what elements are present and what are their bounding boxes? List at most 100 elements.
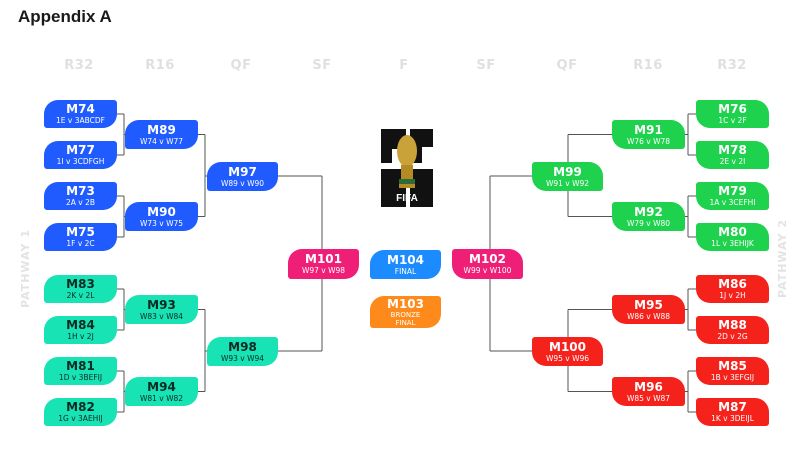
- match-code: M92: [634, 204, 663, 219]
- match-m90[interactable]: M90 W73 v W75: [125, 202, 198, 231]
- match-detail: W79 v W80: [626, 218, 671, 228]
- match-m99[interactable]: M99 W91 v W92: [532, 162, 603, 191]
- round-label-r16-left: R16: [145, 58, 175, 73]
- match-code: M101: [305, 252, 342, 266]
- match-m77[interactable]: M77 1I v 3CDFGH: [44, 141, 117, 169]
- connector-m89-m90-m97: [198, 134, 212, 217]
- match-m81[interactable]: M81 1D v 3BEFIJ: [44, 357, 117, 385]
- match-code: M90: [147, 204, 176, 219]
- match-detail: 2A v 2B: [65, 198, 96, 207]
- match-code: M103: [387, 296, 424, 311]
- match-m80[interactable]: M80 1L v 3EHIJK: [696, 223, 769, 251]
- match-detail: FINAL: [394, 266, 417, 276]
- match-code: M85: [718, 359, 747, 373]
- round-label-final: F: [399, 58, 409, 73]
- round-label-qf-right: QF: [556, 58, 578, 73]
- match-detail: 1D v 3BEFIJ: [58, 373, 103, 382]
- match-code: M100: [549, 339, 586, 354]
- match-m83[interactable]: M83 2K v 2L: [44, 275, 117, 303]
- connector-m76-m78-m91: [680, 113, 696, 156]
- match-m87[interactable]: M87 1K v 3DEIJL: [696, 398, 769, 426]
- match-code: M87: [718, 400, 747, 414]
- connector-m79-m80-m92: [680, 195, 696, 238]
- connector-m74-m77-m89: [117, 113, 130, 156]
- match-m86[interactable]: M86 1J v 2H: [696, 275, 769, 303]
- match-m96[interactable]: M96 W85 v W87: [612, 377, 685, 406]
- match-m88[interactable]: M88 2D v 2G: [696, 316, 769, 344]
- match-code: M80: [718, 225, 747, 239]
- match-code: M88: [718, 318, 747, 332]
- match-detail: W81 v W82: [139, 393, 184, 403]
- match-m94[interactable]: M94 W81 v W82: [125, 377, 198, 406]
- match-m74[interactable]: M74 1E v 3ABCDF: [44, 100, 117, 128]
- round-label-qf-left: QF: [230, 58, 252, 73]
- match-detail: 1F v 2C: [66, 239, 95, 248]
- round-label-sf-right: SF: [476, 58, 496, 73]
- match-m84[interactable]: M84 1H v 2J: [44, 316, 117, 344]
- match-m73[interactable]: M73 2A v 2B: [44, 182, 117, 210]
- match-m82[interactable]: M82 1G v 3AEHIJ: [44, 398, 117, 426]
- match-detail: 1H v 2J: [67, 332, 94, 341]
- match-m78[interactable]: M78 2E v 2I: [696, 141, 769, 169]
- match-m102[interactable]: M102 W99 v W100: [452, 249, 523, 279]
- match-detail: W99 v W100: [463, 266, 512, 275]
- match-m92[interactable]: M92 W79 v W80: [612, 202, 685, 231]
- match-code: M75: [66, 225, 95, 239]
- fifa-world-cup-26-logo: FIFA: [378, 125, 436, 209]
- connector-m83-m84-m93: [117, 288, 130, 331]
- match-m95[interactable]: M95 W86 v W88: [612, 295, 685, 324]
- match-code: M74: [66, 102, 95, 116]
- match-detail: 1A v 3CEFHI: [709, 198, 756, 207]
- connector-m81-m82-m94: [117, 370, 130, 413]
- match-code: M98: [228, 339, 257, 354]
- match-code: M76: [718, 102, 747, 116]
- connector-m86-m88-m95: [680, 288, 696, 331]
- match-detail: W83 v W84: [139, 311, 184, 321]
- match-code: M81: [66, 359, 95, 373]
- match-code: M96: [634, 379, 663, 394]
- match-m97[interactable]: M97 W89 v W90: [207, 162, 278, 191]
- match-code: M91: [634, 122, 663, 137]
- match-detail: W86 v W88: [626, 311, 671, 321]
- match-detail: BRONZE FINAL: [390, 310, 421, 327]
- match-code: M95: [634, 297, 663, 312]
- match-code: M73: [66, 184, 95, 198]
- match-m91[interactable]: M91 W76 v W78: [612, 120, 685, 149]
- logo-wordmark: FIFA: [396, 193, 418, 204]
- match-code: M94: [147, 379, 176, 394]
- match-detail: W97 v W98: [301, 266, 346, 275]
- match-m89[interactable]: M89 W74 v W77: [125, 120, 198, 149]
- match-m75[interactable]: M75 1F v 2C: [44, 223, 117, 251]
- match-code: M77: [66, 143, 95, 157]
- match-detail: 2D v 2G: [717, 332, 748, 341]
- connector-m73-m75-m90: [117, 195, 130, 238]
- connector-m91-m92-m99: [567, 134, 612, 217]
- match-m103-bronze-final[interactable]: M103 BRONZE FINAL: [370, 296, 441, 328]
- round-label-r32-left: R32: [64, 58, 94, 73]
- match-detail: 2E v 2I: [719, 157, 746, 166]
- match-code: M78: [718, 143, 747, 157]
- connector-m93-m94-m98: [198, 309, 212, 392]
- match-m98[interactable]: M98 W93 v W94: [207, 337, 278, 366]
- round-label-r32-right: R32: [717, 58, 747, 73]
- match-code: M99: [553, 164, 582, 179]
- match-detail: 1K v 3DEIJL: [711, 414, 754, 423]
- match-m76[interactable]: M76 1C v 2F: [696, 100, 769, 128]
- match-m85[interactable]: M85 1B v 3EFGIJ: [696, 357, 769, 385]
- match-detail: 1G v 3AEHIJ: [58, 414, 103, 423]
- match-detail: W73 v W75: [139, 218, 184, 228]
- match-detail: 1I v 3CDFGH: [56, 157, 105, 166]
- match-m79[interactable]: M79 1A v 3CEFHI: [696, 182, 769, 210]
- match-m93[interactable]: M93 W83 v W84: [125, 295, 198, 324]
- match-code: M104: [387, 252, 424, 267]
- match-code: M82: [66, 400, 95, 414]
- match-detail: 2K v 2L: [66, 291, 95, 300]
- match-code: M102: [469, 252, 506, 266]
- match-m104-final[interactable]: M104 FINAL: [370, 250, 441, 279]
- match-m101[interactable]: M101 W97 v W98: [288, 249, 359, 279]
- connector-m85-m87-m96: [680, 370, 696, 413]
- match-detail: W74 v W77: [139, 136, 184, 146]
- match-detail: W76 v W78: [626, 136, 671, 146]
- match-code: M97: [228, 164, 257, 179]
- match-m100[interactable]: M100 W95 v W96: [532, 337, 603, 366]
